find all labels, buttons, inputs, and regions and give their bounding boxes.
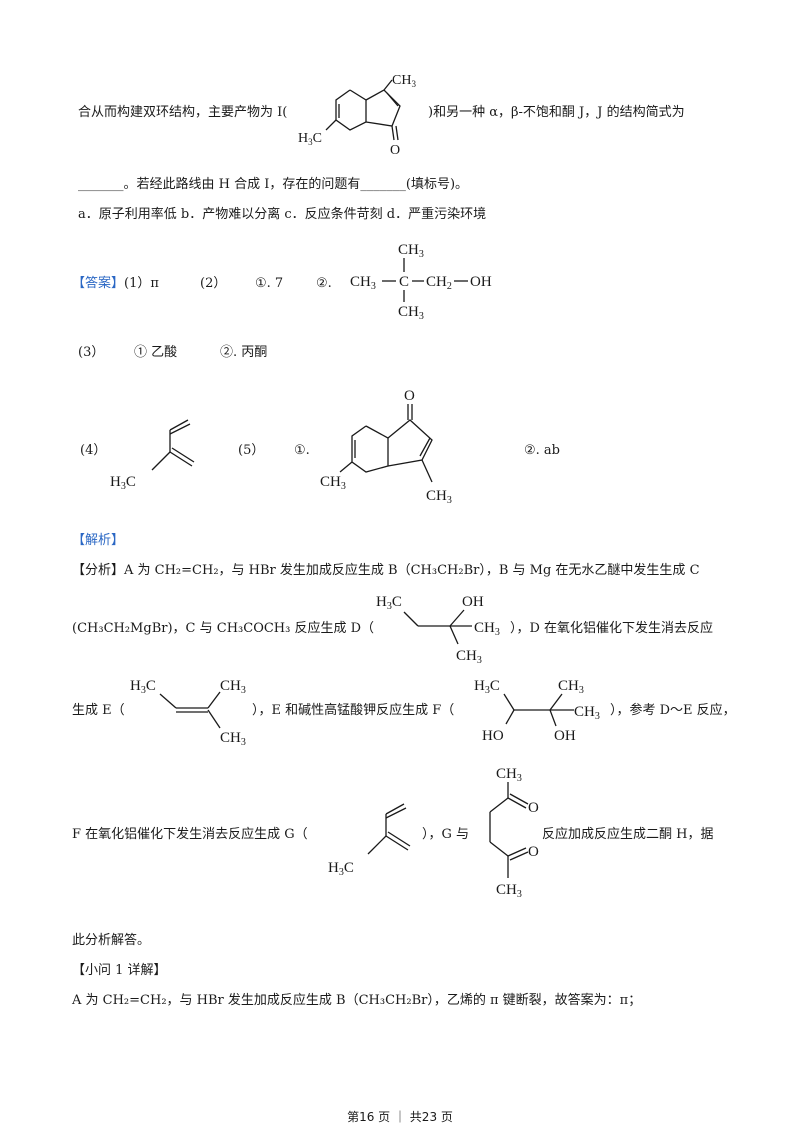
svg-text:OH: OH [554,728,576,744]
para-1-pre: 合从而构建双环结构，主要产物为 I( [78,105,288,120]
para-2: _______。若经此路线由 H 合成 I，存在的问题有_______(填标号)… [78,177,469,192]
page-footer: 第16 页 ｜ 共23 页 [347,1110,453,1124]
svg-text:O: O [404,388,415,404]
svg-text:O: O [528,800,539,816]
svg-text:H3C: H3C [474,678,500,696]
analysis-line-2b: ），D 在氧化铝催化下发生消去反应 [510,621,714,636]
answer-q5: (5） [238,443,265,458]
analysis-line-5: 此分析解答。 [72,933,151,948]
analysis-line-4a: F 在氧化铝催化下发生消去反应生成 G（ [72,827,308,842]
structure-I: CH3 H3C O [298,73,416,158]
answer-tag: 【答案】 [72,276,125,291]
answer-q5-2: ②. ab [524,443,560,458]
answer-q3-2: ②. 丙酮 [220,345,268,360]
answer-q2-2: ②. [316,276,332,291]
svg-text:O: O [528,844,539,860]
answer-q3-1: ① 乙酸 [134,345,178,360]
answer-q4: (4） [80,443,107,458]
para-1-post: )和另一种 α，β-不饱和酮 J，J 的结构简式为 [428,105,685,120]
svg-text:CH3: CH3 [398,304,424,322]
analysis-line-2a: (CH₃CH₂MgBr)，C 与 CH₃COCH₃ 反应生成 D（ [72,621,375,636]
svg-text:H3C: H3C [328,860,354,876]
answer-q2-1: ①. 7 [255,276,284,291]
structure-E: H3C CH3 CH3 [130,678,246,748]
svg-text:H3C: H3C [130,678,156,696]
svg-text:CH3: CH3 [496,766,522,784]
structure-G: H3C [328,803,411,876]
answer-q3: (3） [78,345,105,360]
answer-q5-1: ①. [294,443,310,458]
svg-text:CH3: CH3 [496,882,522,900]
answer-row-1: 【答案】(1）π [72,276,159,291]
svg-text:CH3: CH3 [456,648,482,666]
svg-text:OH: OH [462,594,484,610]
analysis-line-4c: 反应加成反应生成二酮 H，据 [542,827,714,842]
svg-text:H3C: H3C [298,131,322,147]
svg-text:CH3: CH3 [398,242,424,260]
analysis-line-3b: ），E 和碱性高锰酸钾反应生成 F（ [252,703,455,718]
analysis-line-1: 【分析】A 为 CH₂=CH₂，与 HBr 发生加成反应生成 B（CH₃CH₂B… [72,563,700,578]
options-line: a．原子利用率低 b．产物难以分离 c．反应条件苛刻 d．严重污染环境 [78,207,487,222]
svg-text:CH3: CH3 [474,620,500,638]
analysis-tag: 【解析】 [72,533,125,548]
analysis-line-6: A 为 CH₂=CH₂，与 HBr 发生加成反应生成 B（CH₃CH₂Br），乙… [72,993,642,1008]
structure-D: H3C OH CH3 CH3 [376,594,500,666]
structure-neopentyl-alcohol: CH3 CH3 C CH2 OH CH3 [350,242,492,322]
structure-F: H3C CH3 CH3 HO OH [474,678,600,744]
svg-text:CH3: CH3 [426,488,452,506]
svg-text:OH: OH [470,274,492,290]
structure-J-answer: O CH3 CH3 [320,388,452,506]
svg-text:C: C [399,274,409,290]
svg-text:O: O [390,143,400,158]
svg-text:CH3: CH3 [220,730,246,748]
analysis-line-4b: ），G 与 [422,827,470,842]
svg-text:CH2: CH2 [426,274,452,292]
svg-text:CH3: CH3 [392,73,416,89]
analysis-line-3a: 生成 E（ [72,703,125,718]
structure-diketone: CH3 O O CH3 [489,766,539,900]
structure-isoprene-answer: H3C [110,419,195,492]
subquestion-1-tag: 【小问 1 详解】 [72,963,167,978]
svg-text:CH3: CH3 [574,704,600,722]
answer-q2: (2） [200,276,227,291]
svg-text:CH3: CH3 [558,678,584,696]
svg-text:H3C: H3C [376,594,402,612]
svg-text:HO: HO [482,728,504,744]
svg-text:CH3: CH3 [220,678,246,696]
svg-text:H3C: H3C [110,474,136,492]
svg-text:CH3: CH3 [350,274,376,292]
analysis-line-3c: ），参考 D～E 反应， [610,703,736,718]
svg-text:CH3: CH3 [320,474,346,492]
